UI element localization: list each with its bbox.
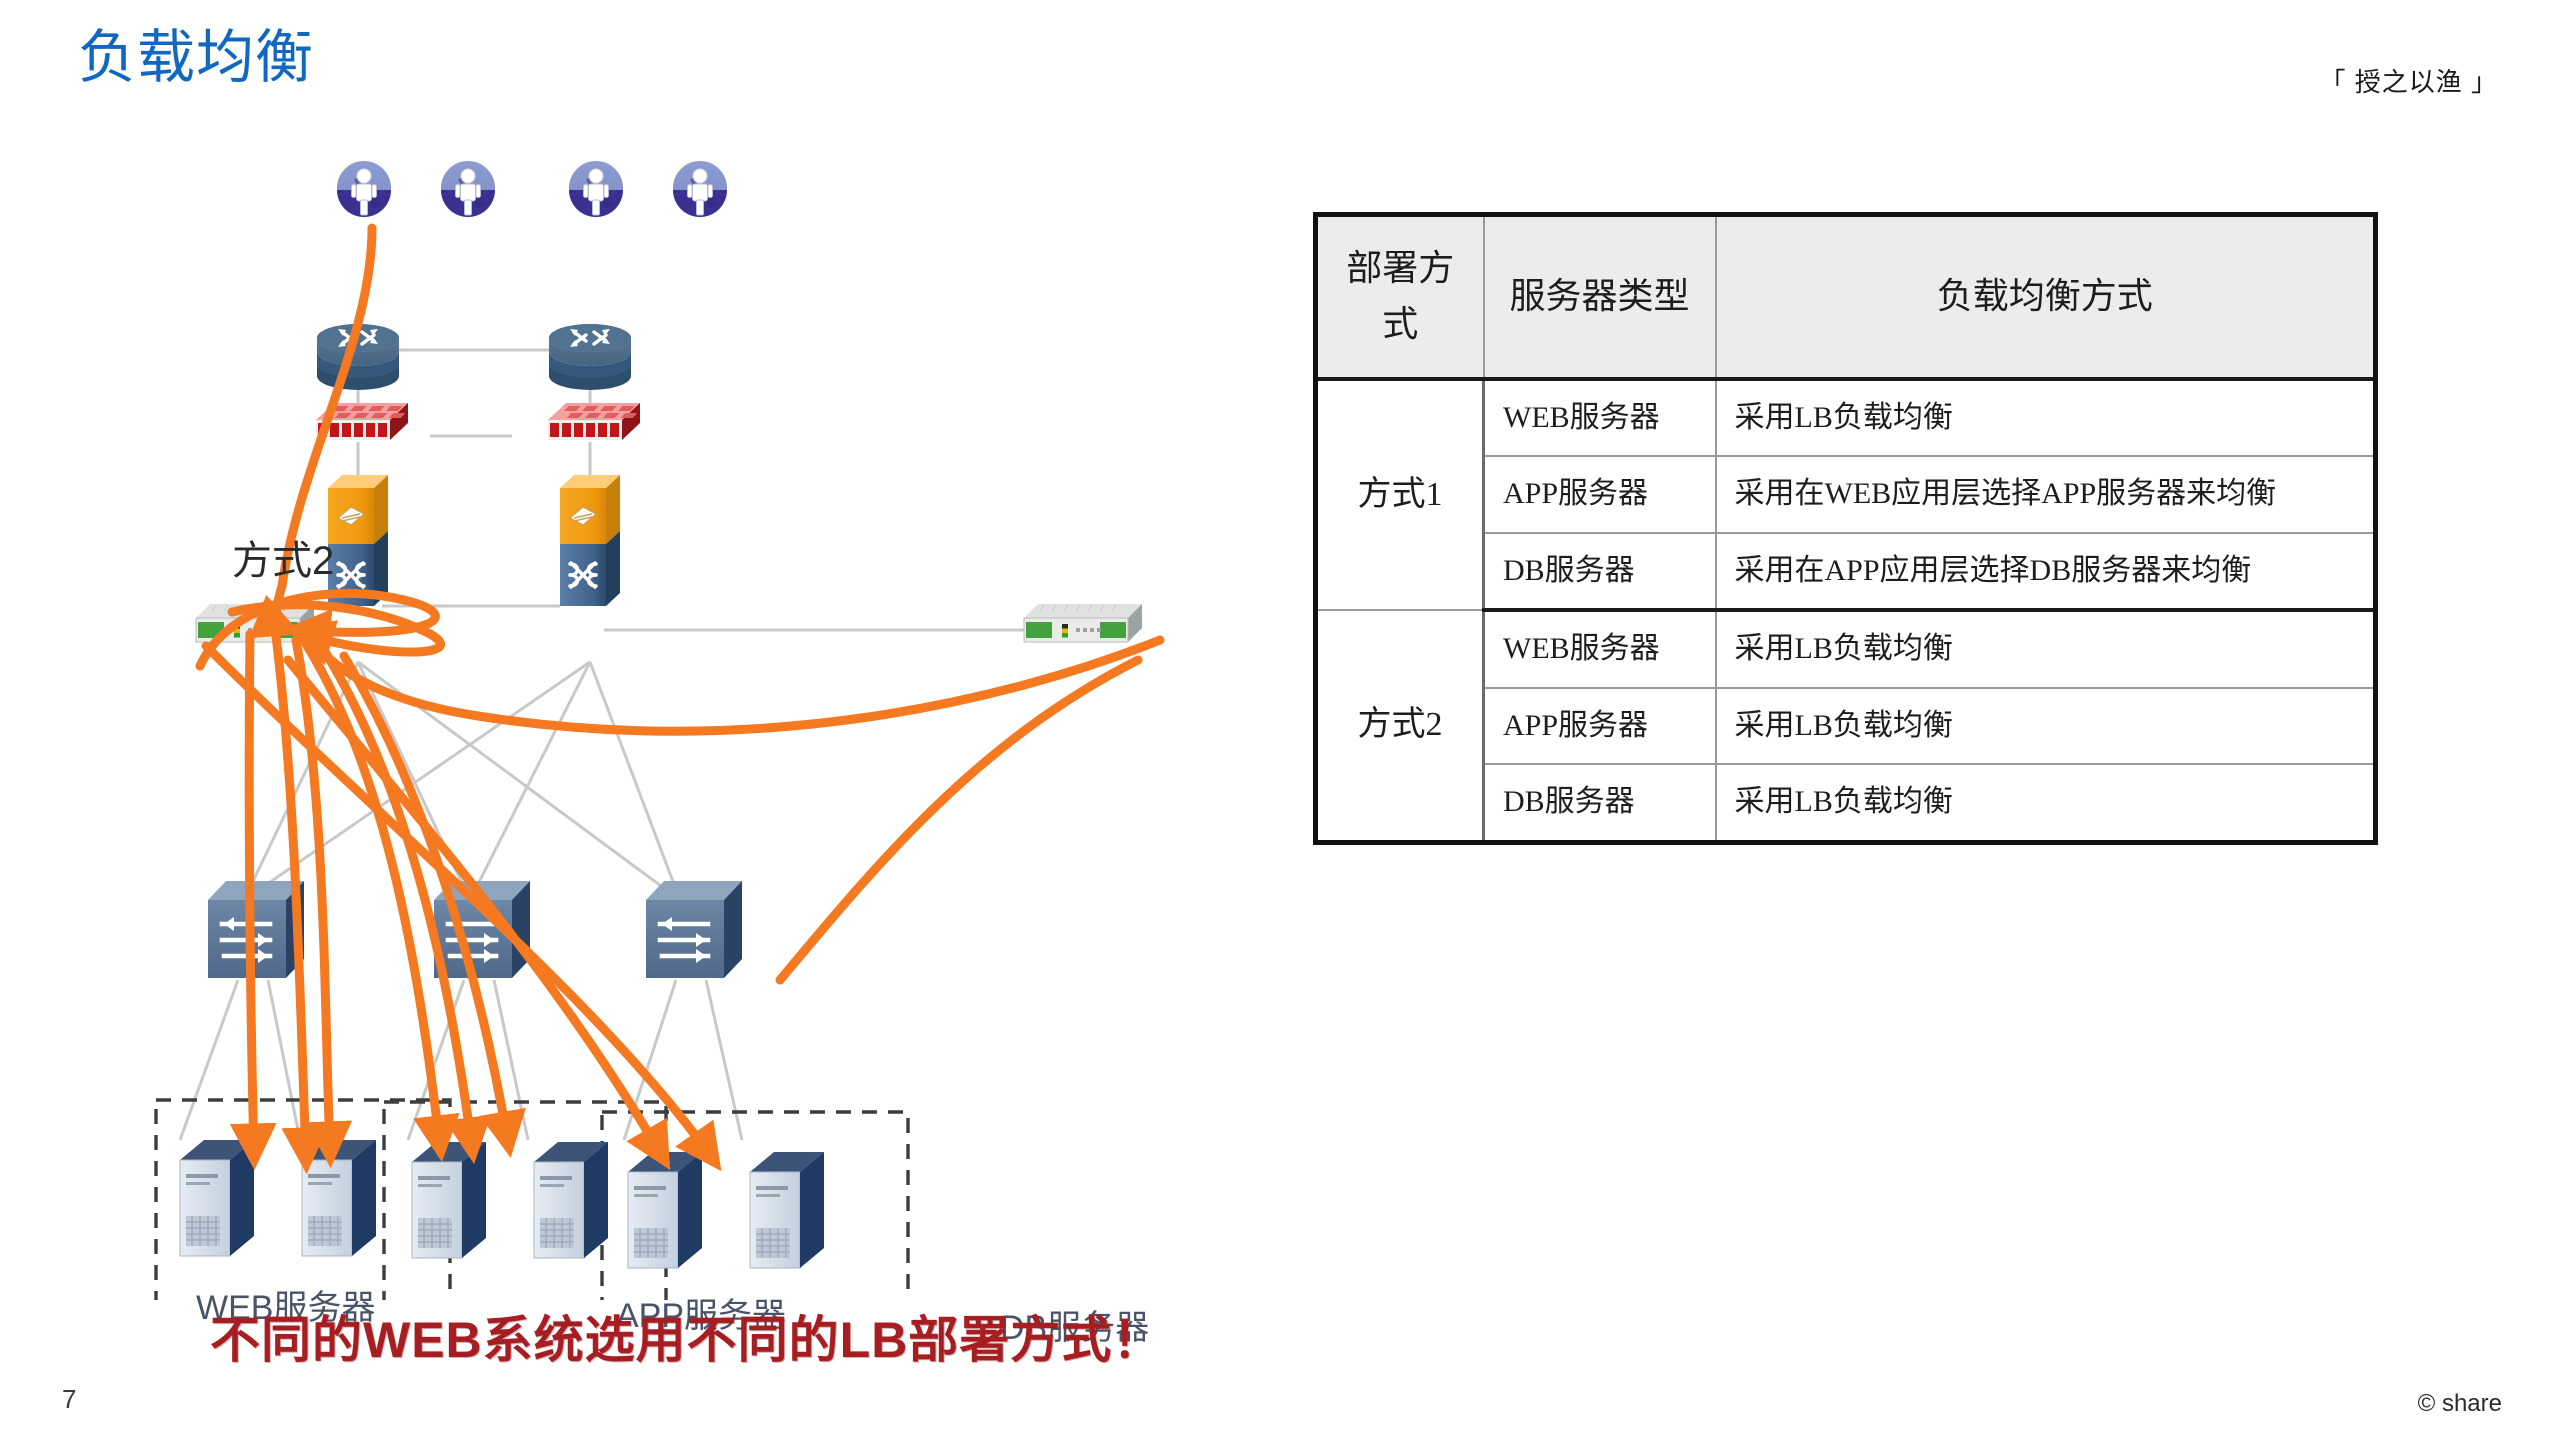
cell-mode-1: 方式1 xyxy=(1314,377,1485,612)
column-header-deploy-mode: 部署方式 xyxy=(1314,213,1485,381)
traffic-flow-paths xyxy=(195,223,1165,1175)
copyright-notice: © share xyxy=(2417,1390,2502,1417)
cell-method-web-2: 采用LB负载均衡 xyxy=(1714,609,2377,689)
diagram-mode-label: 方式2 xyxy=(232,539,335,583)
load-balancing-spec-table: 部署方式 服务器类型 负载均衡方式 方式1 WEB服务器 采用LB负载均衡 AP… xyxy=(1313,212,2378,845)
cell-type-web-2: WEB服务器 xyxy=(1482,609,1717,689)
router-group xyxy=(315,322,633,392)
cell-method-app-2: 采用LB负载均衡 xyxy=(1714,686,2377,766)
table-header-row: 部署方式 服务器类型 负载均衡方式 xyxy=(1314,213,2377,381)
column-header-server-type: 服务器类型 xyxy=(1482,213,1717,381)
cell-method-web-1: 采用LB负载均衡 xyxy=(1714,377,2377,458)
brand-tag: 「 授之以渔 」 xyxy=(2319,67,2498,97)
cell-type-db-1: DB服务器 xyxy=(1482,531,1717,613)
table-row: DB服务器 采用LB负载均衡 xyxy=(1316,763,2377,844)
load-balancer-group xyxy=(326,473,622,608)
server-group-label-db: DB服务器 xyxy=(1000,1309,1150,1347)
table-row: DB服务器 采用在APP应用层选择DB服务器来均衡 xyxy=(1316,531,2377,613)
server-group-label-app: APP服务器 xyxy=(616,1297,787,1335)
table-row: 方式1 WEB服务器 采用LB负载均衡 xyxy=(1314,377,2377,612)
cell-type-db-2: DB服务器 xyxy=(1482,763,1717,844)
table-row: APP服务器 采用LB负载均衡 xyxy=(1316,686,2377,766)
table-row: 方式2 WEB服务器 采用LB负载均衡 xyxy=(1314,609,2377,844)
server-group-db xyxy=(627,1151,825,1269)
network-topology-diagram: 方式2 WEB服务器 APP服务器 DB服务器 xyxy=(0,100,1300,1347)
cell-method-db-2: 采用LB负载均衡 xyxy=(1714,763,2377,844)
server-group-web xyxy=(179,1139,377,1257)
cell-method-app-1: 采用在WEB应用层选择APP服务器来均衡 xyxy=(1714,455,2377,534)
table-row: APP服务器 采用在WEB应用层选择APP服务器来均衡 xyxy=(1316,455,2377,534)
cell-type-web-1: WEB服务器 xyxy=(1482,377,1717,458)
column-header-lb-method: 负载均衡方式 xyxy=(1714,213,2377,381)
diagram-caption: 不同的WEB系统选用不同的LB部署方式！ xyxy=(210,1312,1164,1368)
cell-type-app-2: APP服务器 xyxy=(1482,686,1717,766)
cell-method-db-1: 采用在APP应用层选择DB服务器来均衡 xyxy=(1714,531,2377,613)
user-icon-group xyxy=(336,160,728,218)
firewall-group xyxy=(316,403,640,440)
page-number: 7 xyxy=(62,1384,77,1414)
page-title: 负载均衡 xyxy=(78,25,315,90)
server-group-label-web: WEB服务器 xyxy=(196,1289,376,1327)
server-group-app xyxy=(411,1141,609,1259)
cell-mode-2: 方式2 xyxy=(1314,609,1485,844)
cell-type-app-1: APP服务器 xyxy=(1482,455,1717,534)
